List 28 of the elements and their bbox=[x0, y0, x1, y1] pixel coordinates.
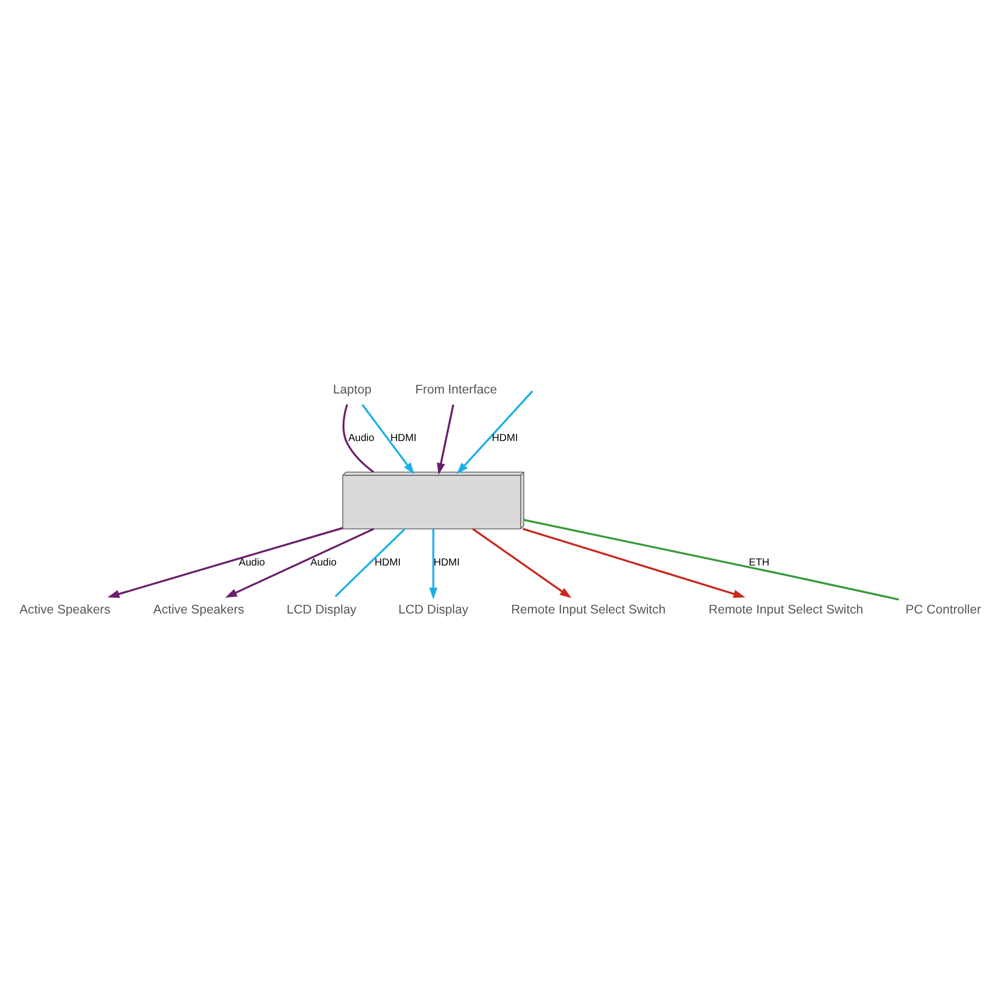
arrow bbox=[108, 526, 343, 598]
arrow bbox=[436, 404, 454, 474]
edge-label: HDMI bbox=[492, 432, 518, 444]
edge-label: HDMI bbox=[434, 556, 460, 568]
connector bbox=[334, 528, 406, 597]
connector bbox=[524, 518, 900, 600]
arrow bbox=[362, 404, 414, 474]
node-text: LCD Display bbox=[286, 602, 356, 616]
edge-label: HDMI bbox=[390, 432, 416, 444]
node-text: Remote Input Select Switch bbox=[511, 602, 666, 616]
arrow bbox=[456, 390, 534, 474]
node-text: LCD Display bbox=[398, 602, 468, 616]
edge-label: ETH bbox=[748, 556, 770, 568]
node-text: Remote Input Select Switch bbox=[708, 602, 864, 616]
connector bbox=[342, 404, 374, 472]
arrow bbox=[522, 527, 746, 598]
edge-label: Audio bbox=[310, 556, 337, 568]
node-text: From Interface bbox=[415, 382, 498, 396]
arrow bbox=[472, 528, 572, 598]
node-text: Laptop bbox=[332, 382, 372, 396]
edge-label: Audio bbox=[238, 556, 265, 568]
node-text: Active Speakers bbox=[20, 602, 110, 616]
node-text: PC Controller bbox=[906, 602, 982, 616]
arrow bbox=[225, 527, 374, 598]
arrow bbox=[429, 528, 438, 599]
node-text: Active Speakers bbox=[153, 602, 244, 616]
edge-label: HDMI bbox=[374, 556, 401, 568]
edge-label: Audio bbox=[348, 432, 374, 444]
